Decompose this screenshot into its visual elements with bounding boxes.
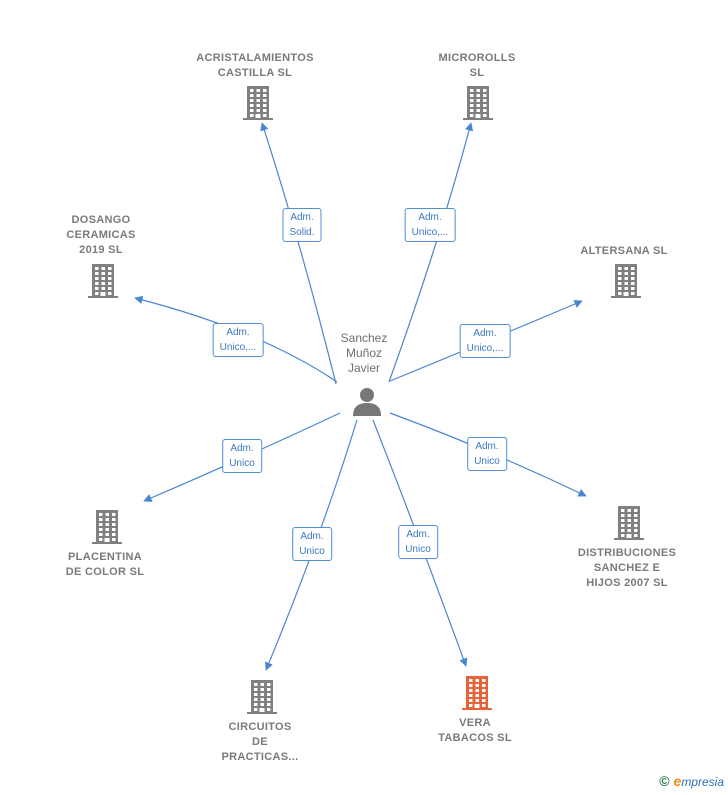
- brand-name: mpresia: [681, 775, 724, 789]
- role-badge-microrolls[interactable]: Adm. Unico,...: [404, 208, 456, 242]
- role-badge-line: Adm.: [406, 529, 430, 540]
- company-label-line: DOSANGO: [71, 214, 131, 226]
- edge-acristalamientos: [260, 122, 337, 385]
- company-label-line: PRACTICAS...: [221, 751, 299, 763]
- person-name-line: Muñoz: [345, 346, 383, 360]
- company-label-altersana[interactable]: ALTERSANA SL: [580, 244, 667, 259]
- person-name-line: Sanchez: [340, 331, 388, 345]
- company-label-line: CASTILLA SL: [217, 67, 293, 79]
- role-badge-line: Unico: [405, 544, 431, 555]
- role-badge-distribuciones[interactable]: Adm. Unico: [467, 437, 507, 471]
- role-badge-line: Solid.: [289, 227, 315, 238]
- edge-microrolls: [388, 122, 474, 383]
- role-badge-line: Adm.: [226, 327, 250, 338]
- copyright-symbol: ©: [659, 773, 670, 789]
- building-icon: [92, 510, 122, 544]
- company-label-dosango[interactable]: DOSANGO CERAMICAS 2019 SL: [66, 213, 135, 258]
- building-icon: [462, 676, 492, 710]
- role-badge-line: Adm.: [475, 441, 499, 452]
- company-label-line: CIRCUITOS: [228, 721, 292, 733]
- role-badge-line: Unico: [299, 546, 325, 557]
- footer: ©empresia: [659, 773, 724, 789]
- role-badge-line: Unico: [229, 458, 255, 469]
- company-node-altersana[interactable]: [611, 264, 641, 303]
- role-badge-altersana[interactable]: Adm. Unico,...: [459, 324, 511, 358]
- company-label-acristalamientos[interactable]: ACRISTALAMIENTOS CASTILLA SL: [196, 51, 313, 81]
- company-label-line: VERA: [459, 717, 491, 729]
- company-node-microrolls[interactable]: [463, 86, 493, 125]
- role-badge-line: Adm.: [418, 212, 442, 223]
- building-icon: [614, 506, 644, 540]
- company-label-line: ALTERSANA SL: [580, 245, 668, 257]
- company-node-vera[interactable]: [462, 676, 492, 715]
- company-label-placentina[interactable]: PLACENTINA DE COLOR SL: [66, 550, 144, 580]
- role-badge-dosango[interactable]: Adm. Unico,...: [212, 323, 264, 357]
- company-node-acristalamientos[interactable]: [243, 86, 273, 125]
- role-badge-circuitos[interactable]: Adm. Unico: [292, 527, 332, 561]
- company-label-microrolls[interactable]: MICROROLLS SL: [439, 51, 516, 81]
- building-icon: [611, 264, 641, 298]
- company-label-line: DISTRIBUCIONES: [577, 547, 677, 559]
- role-badge-line: Adm.: [230, 443, 254, 454]
- building-icon: [463, 86, 493, 120]
- building-icon: [247, 680, 277, 714]
- company-label-circuitos[interactable]: CIRCUITOS DE PRACTICAS...: [222, 720, 299, 765]
- company-node-circuitos[interactable]: [247, 680, 277, 719]
- role-badge-vera[interactable]: Adm. Unico: [398, 525, 438, 559]
- company-label-line: HIJOS 2007 SL: [586, 577, 668, 589]
- person-icon: [353, 388, 381, 416]
- person-node[interactable]: [352, 386, 382, 421]
- company-label-line: SL: [469, 67, 485, 79]
- brand-initial: e: [673, 773, 682, 789]
- role-badge-line: Unico: [474, 456, 500, 467]
- person-name-line: Javier: [347, 361, 381, 375]
- company-label-line: ACRISTALAMIENTOS: [196, 52, 314, 64]
- building-icon: [88, 264, 118, 298]
- company-label-line: 2019 SL: [79, 244, 123, 256]
- building-icon: [243, 86, 273, 120]
- company-label-line: TABACOS SL: [438, 732, 512, 744]
- role-badge-line: Unico,...: [219, 342, 257, 353]
- role-badge-placentina[interactable]: Adm. Unico: [222, 439, 262, 473]
- company-node-dosango[interactable]: [88, 264, 118, 303]
- company-label-line: DE COLOR SL: [65, 566, 145, 578]
- company-label-line: SANCHEZ E: [593, 562, 661, 574]
- role-badge-line: Adm.: [300, 531, 324, 542]
- company-label-line: DE: [252, 736, 268, 748]
- company-label-line: PLACENTINA: [68, 551, 142, 563]
- company-label-line: CERAMICAS: [66, 229, 136, 241]
- company-node-placentina[interactable]: [92, 510, 122, 549]
- company-label-vera[interactable]: VERA TABACOS SL: [438, 716, 512, 746]
- role-badge-line: Adm.: [290, 212, 314, 223]
- role-badge-acristalamientos[interactable]: Adm. Solid.: [282, 208, 322, 242]
- role-badge-line: Unico,...: [411, 227, 449, 238]
- role-badge-line: Unico,...: [466, 343, 504, 354]
- company-label-distribuciones[interactable]: DISTRIBUCIONES SANCHEZ E HIJOS 2007 SL: [578, 546, 676, 591]
- company-node-distribuciones[interactable]: [614, 506, 644, 545]
- company-label-line: MICROROLLS: [438, 52, 516, 64]
- role-badge-line: Adm.: [473, 328, 497, 339]
